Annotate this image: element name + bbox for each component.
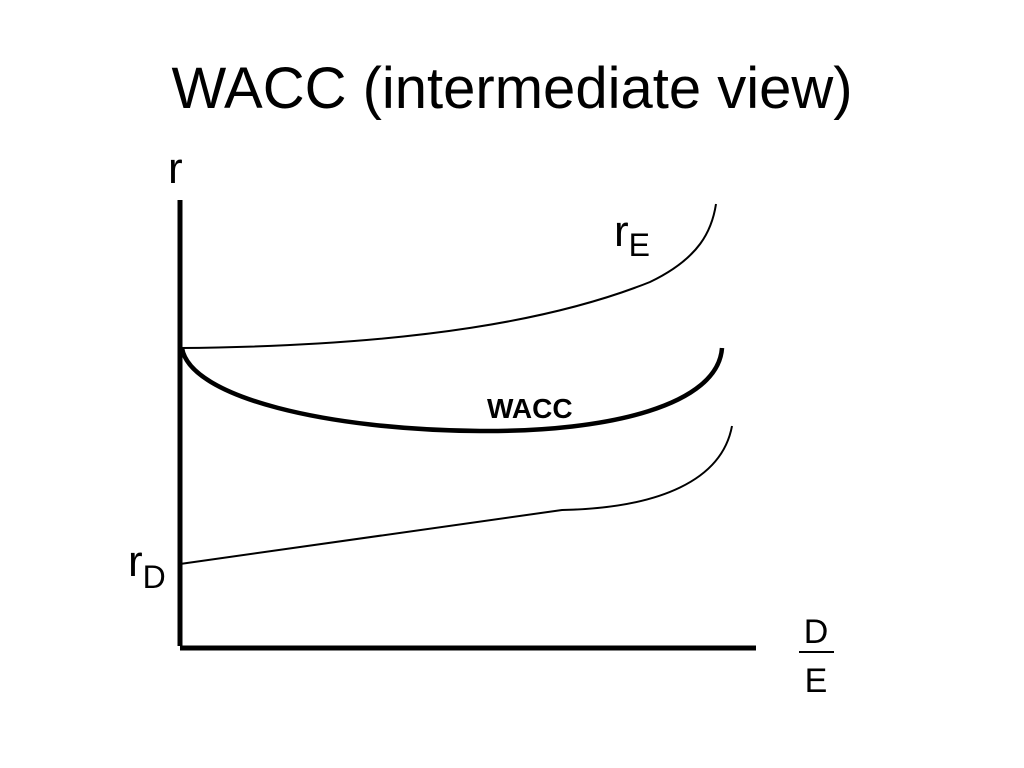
x-axis-label-numerator: D [804, 613, 829, 651]
slide-title: WACC (intermediate view) [171, 56, 853, 121]
debt-cost-label-main: r [128, 537, 143, 586]
debt-cost-label: rD [128, 537, 166, 595]
y-axis-label: r [168, 144, 183, 193]
debt-cost-label-sub: D [143, 559, 166, 595]
equity-cost-curve [179, 203, 717, 349]
wacc-curve [179, 347, 725, 434]
equity-cost-label: rE [614, 207, 650, 263]
debt-cost-curve [179, 425, 733, 565]
equity-cost-label-sub: E [629, 227, 650, 263]
x-axis-label-denominator: E [805, 662, 828, 700]
equity-cost-label-main: r [614, 207, 629, 256]
wacc-label: WACC [487, 393, 573, 424]
